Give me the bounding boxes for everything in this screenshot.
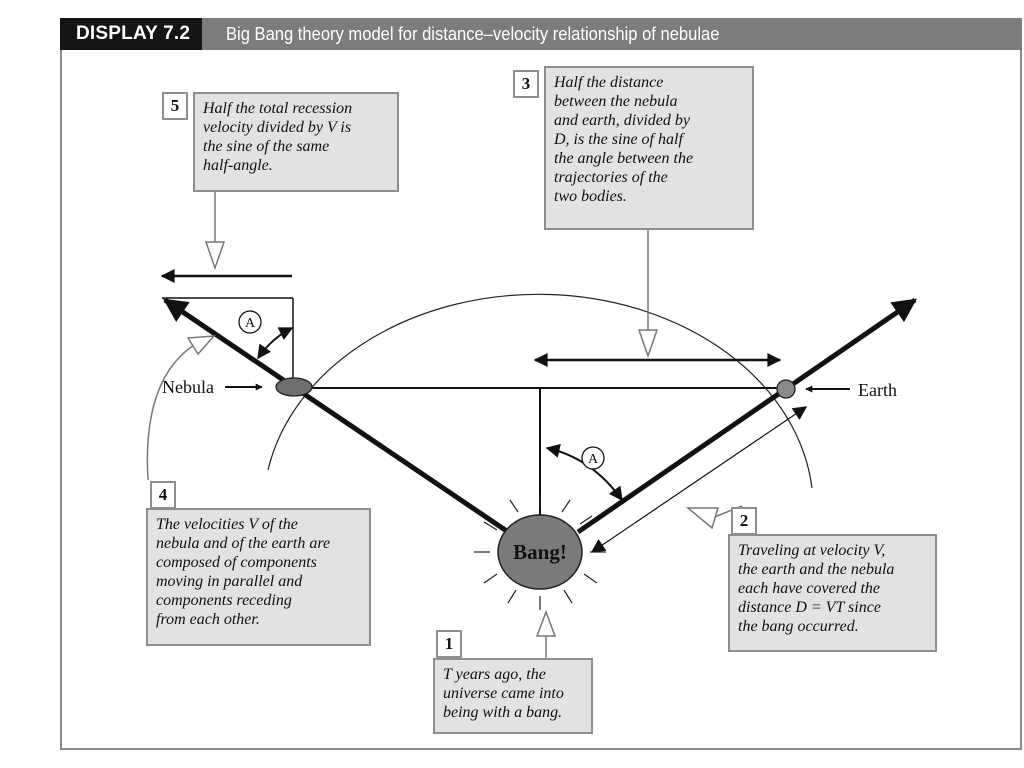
callout5-arrowhead [204,241,226,271]
bang-label: Bang! [513,540,567,564]
callout-1-number: 1 [436,630,462,658]
callout-2-text: Traveling at velocity V, the earth and t… [738,542,895,635]
angle-arc-nebula [257,327,294,360]
display-title: Big Bang theory model for distance–veloc… [226,24,720,44]
callout4-arrowhead [186,335,216,356]
callout-3-text: Half the distance between the nebula and… [554,74,694,205]
callout-4-number: 4 [150,481,176,509]
display-number: DISPLAY 7.2 [60,18,203,50]
nebula-body [275,377,313,397]
earth-label: Earth [858,380,897,400]
nebula-label: Nebula [162,377,214,397]
angle-label-center: A [588,452,599,467]
callout-1-box: T years ago, the universe came into bein… [433,658,593,734]
callout-1-text: T years ago, the universe came into bein… [443,666,564,721]
header-bar [60,18,1022,50]
earth-trajectory [576,297,917,535]
nebula-trajectory [163,297,522,543]
callout-4-text: The velocities V of the nebula and of th… [156,516,331,628]
callout2-arrowhead [685,507,720,530]
callout-3-box: Half the distance between the nebula and… [544,66,754,230]
callout-3-number: 3 [513,70,539,98]
callout-5-box: Half the total recession velocity divide… [193,92,399,192]
callout-2-box: Traveling at velocity V, the earth and t… [728,534,937,652]
callout-5-text: Half the total recession velocity divide… [203,100,353,174]
distance-D-arrow [590,406,808,553]
bang-burst [474,494,606,610]
callout-2-number: 2 [731,507,757,535]
angle-label-nebula: A [245,316,256,331]
angle-marker-nebula [238,310,262,334]
angle-marker-center [581,446,605,470]
callout-5-number: 5 [162,92,188,120]
callout1-arrowhead [535,609,557,637]
callout-4-box: The velocities V of the nebula and of th… [146,508,371,646]
earth-body [776,379,796,399]
display-frame [60,18,1022,750]
bang-circle [497,514,583,590]
callout3-arrowhead [637,329,659,359]
